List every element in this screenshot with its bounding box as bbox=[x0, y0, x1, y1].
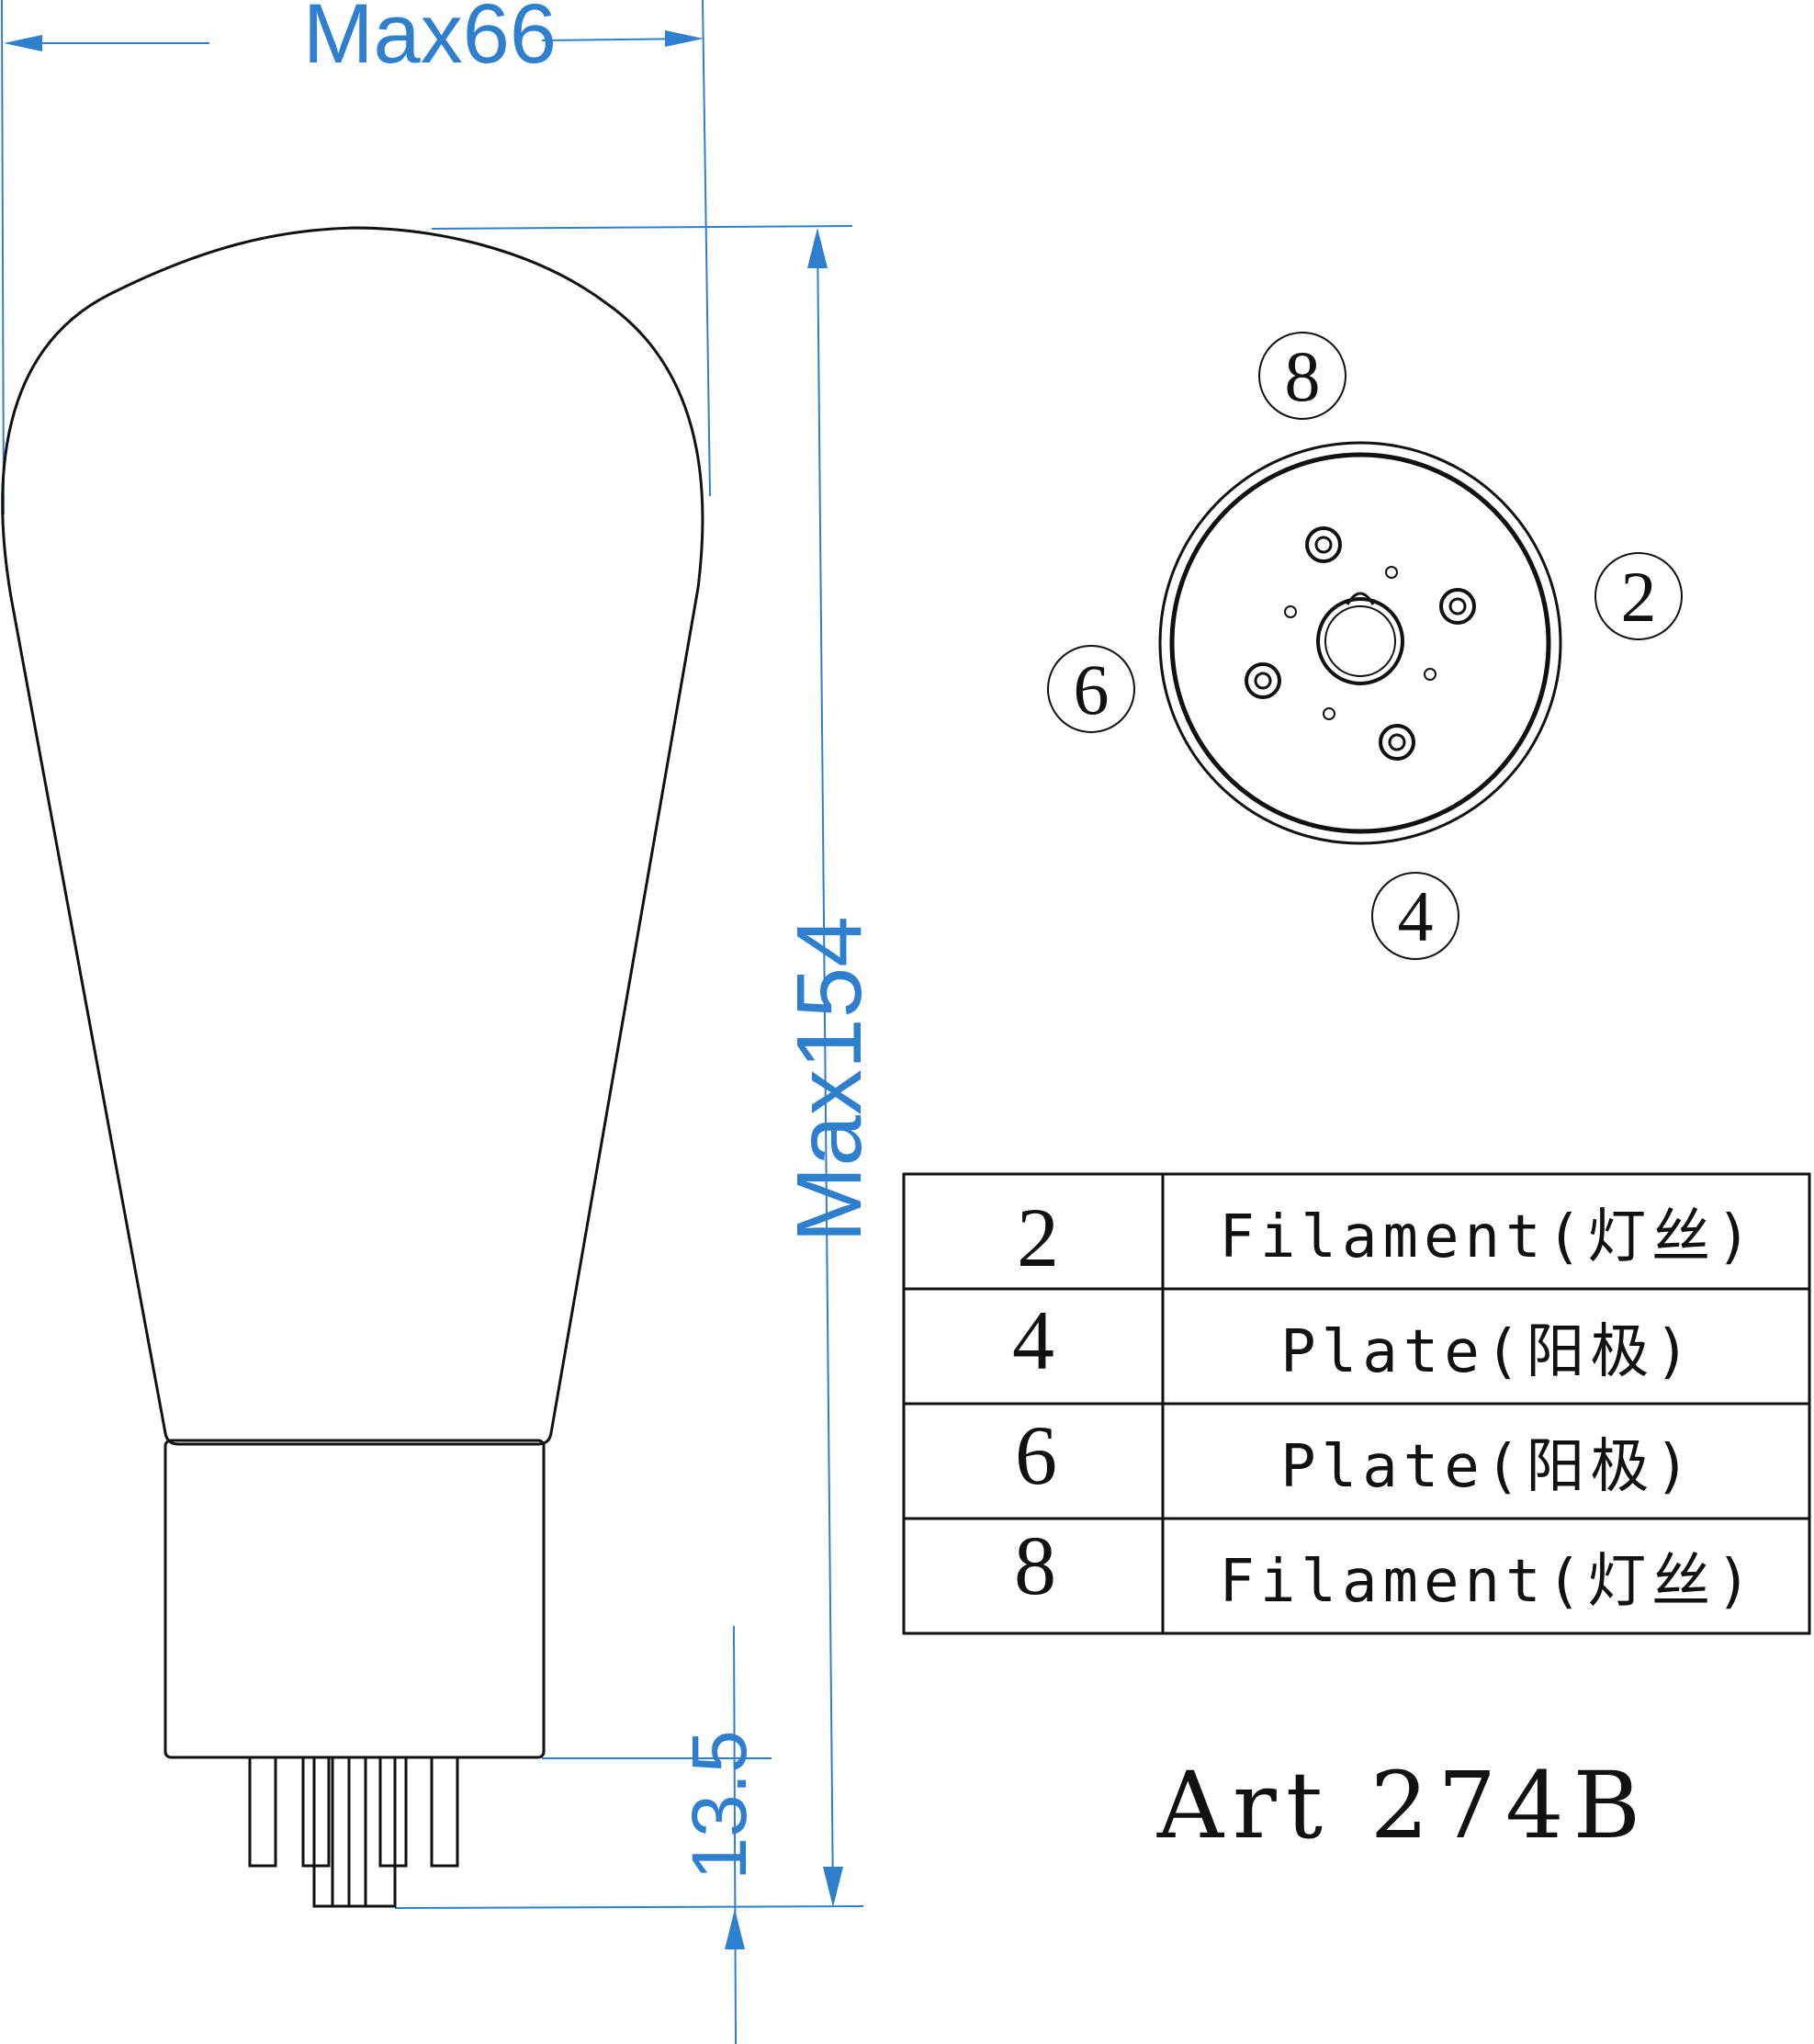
pin-inner-right bbox=[378, 1756, 408, 1868]
table-cell-pin: 4 bbox=[1012, 1293, 1054, 1387]
width-dimension-label: Max66 bbox=[303, 0, 557, 81]
socket-pin-2 bbox=[1439, 588, 1476, 625]
pin-table bbox=[902, 1172, 1811, 1635]
tube-outline bbox=[1, 226, 704, 1908]
center-post bbox=[312, 1756, 397, 1908]
table-cell-pin: 8 bbox=[1014, 1519, 1056, 1612]
pin-outer-left bbox=[248, 1756, 277, 1868]
width-extension-right bbox=[702, 0, 711, 497]
width-arrow-right bbox=[665, 30, 704, 47]
socket-pin-6 bbox=[1245, 662, 1281, 699]
pin-label-4: 4 bbox=[1398, 876, 1434, 956]
tube-base bbox=[163, 1439, 546, 1759]
width-extension-left bbox=[1, 0, 5, 515]
height-extension-top bbox=[431, 225, 853, 230]
socket-small-hole bbox=[1284, 605, 1297, 618]
width-arrow-left bbox=[4, 35, 42, 51]
socket-outer-ring bbox=[1158, 441, 1562, 845]
table-cell-pin: 6 bbox=[1015, 1408, 1057, 1502]
glass-envelope bbox=[1, 226, 704, 1446]
pin-label-circle-6 bbox=[1047, 645, 1135, 733]
socket-small-hole bbox=[1323, 707, 1335, 720]
table-row: 6 Plate(阳极) bbox=[1015, 1408, 1696, 1502]
socket-small-hole bbox=[1385, 566, 1398, 579]
socket-pin-8 bbox=[1305, 526, 1342, 563]
table-cell-function: Plate(阳极) bbox=[1280, 1433, 1696, 1501]
table-cell-pin: 2 bbox=[1017, 1191, 1059, 1284]
table-row: 8 Filament(灯丝) bbox=[1014, 1519, 1756, 1616]
pin-label-circle-2 bbox=[1594, 552, 1683, 640]
pin-label-8: 8 bbox=[1285, 336, 1321, 416]
pin-outer-right bbox=[430, 1756, 459, 1868]
pin-label-2: 2 bbox=[1621, 557, 1657, 637]
pin-length-label: 13.5 bbox=[676, 1730, 762, 1880]
height-dimension-line bbox=[817, 233, 834, 1903]
socket-view bbox=[1047, 332, 1683, 960]
table-row: 2 Filament(灯丝) bbox=[1017, 1191, 1756, 1284]
socket-key-notch bbox=[1346, 592, 1375, 605]
pin-label-6: 6 bbox=[1074, 649, 1110, 729]
table-cell-function: Plate(阳极) bbox=[1280, 1318, 1696, 1386]
table-cell-function: Filament(灯丝) bbox=[1219, 1203, 1756, 1271]
dimension-lines bbox=[1, 0, 864, 2044]
height-arrow-top bbox=[807, 228, 828, 268]
height-dimension-label: Max154 bbox=[778, 916, 881, 1243]
socket-small-hole bbox=[1424, 668, 1437, 681]
height-arrow-bottom bbox=[823, 1867, 843, 1907]
pin-label-circle-4 bbox=[1371, 872, 1459, 960]
pin-inner-left bbox=[301, 1756, 331, 1868]
pin-label-circle-8 bbox=[1258, 332, 1346, 420]
socket-inner-ring bbox=[1169, 452, 1551, 834]
table-cell-function: Filament(灯丝) bbox=[1219, 1548, 1756, 1616]
model-name: Art 274B bbox=[1156, 1752, 1650, 1859]
socket-center-key bbox=[1316, 597, 1404, 685]
pin-arrow-bottom bbox=[725, 1909, 745, 1949]
socket-center-key-inner bbox=[1324, 605, 1396, 677]
height-extension-bottom bbox=[394, 1905, 864, 1909]
pin-dimension-line bbox=[733, 1625, 737, 2044]
table-row: 4 Plate(阳极) bbox=[1012, 1293, 1696, 1387]
socket-pin-4 bbox=[1379, 724, 1415, 761]
